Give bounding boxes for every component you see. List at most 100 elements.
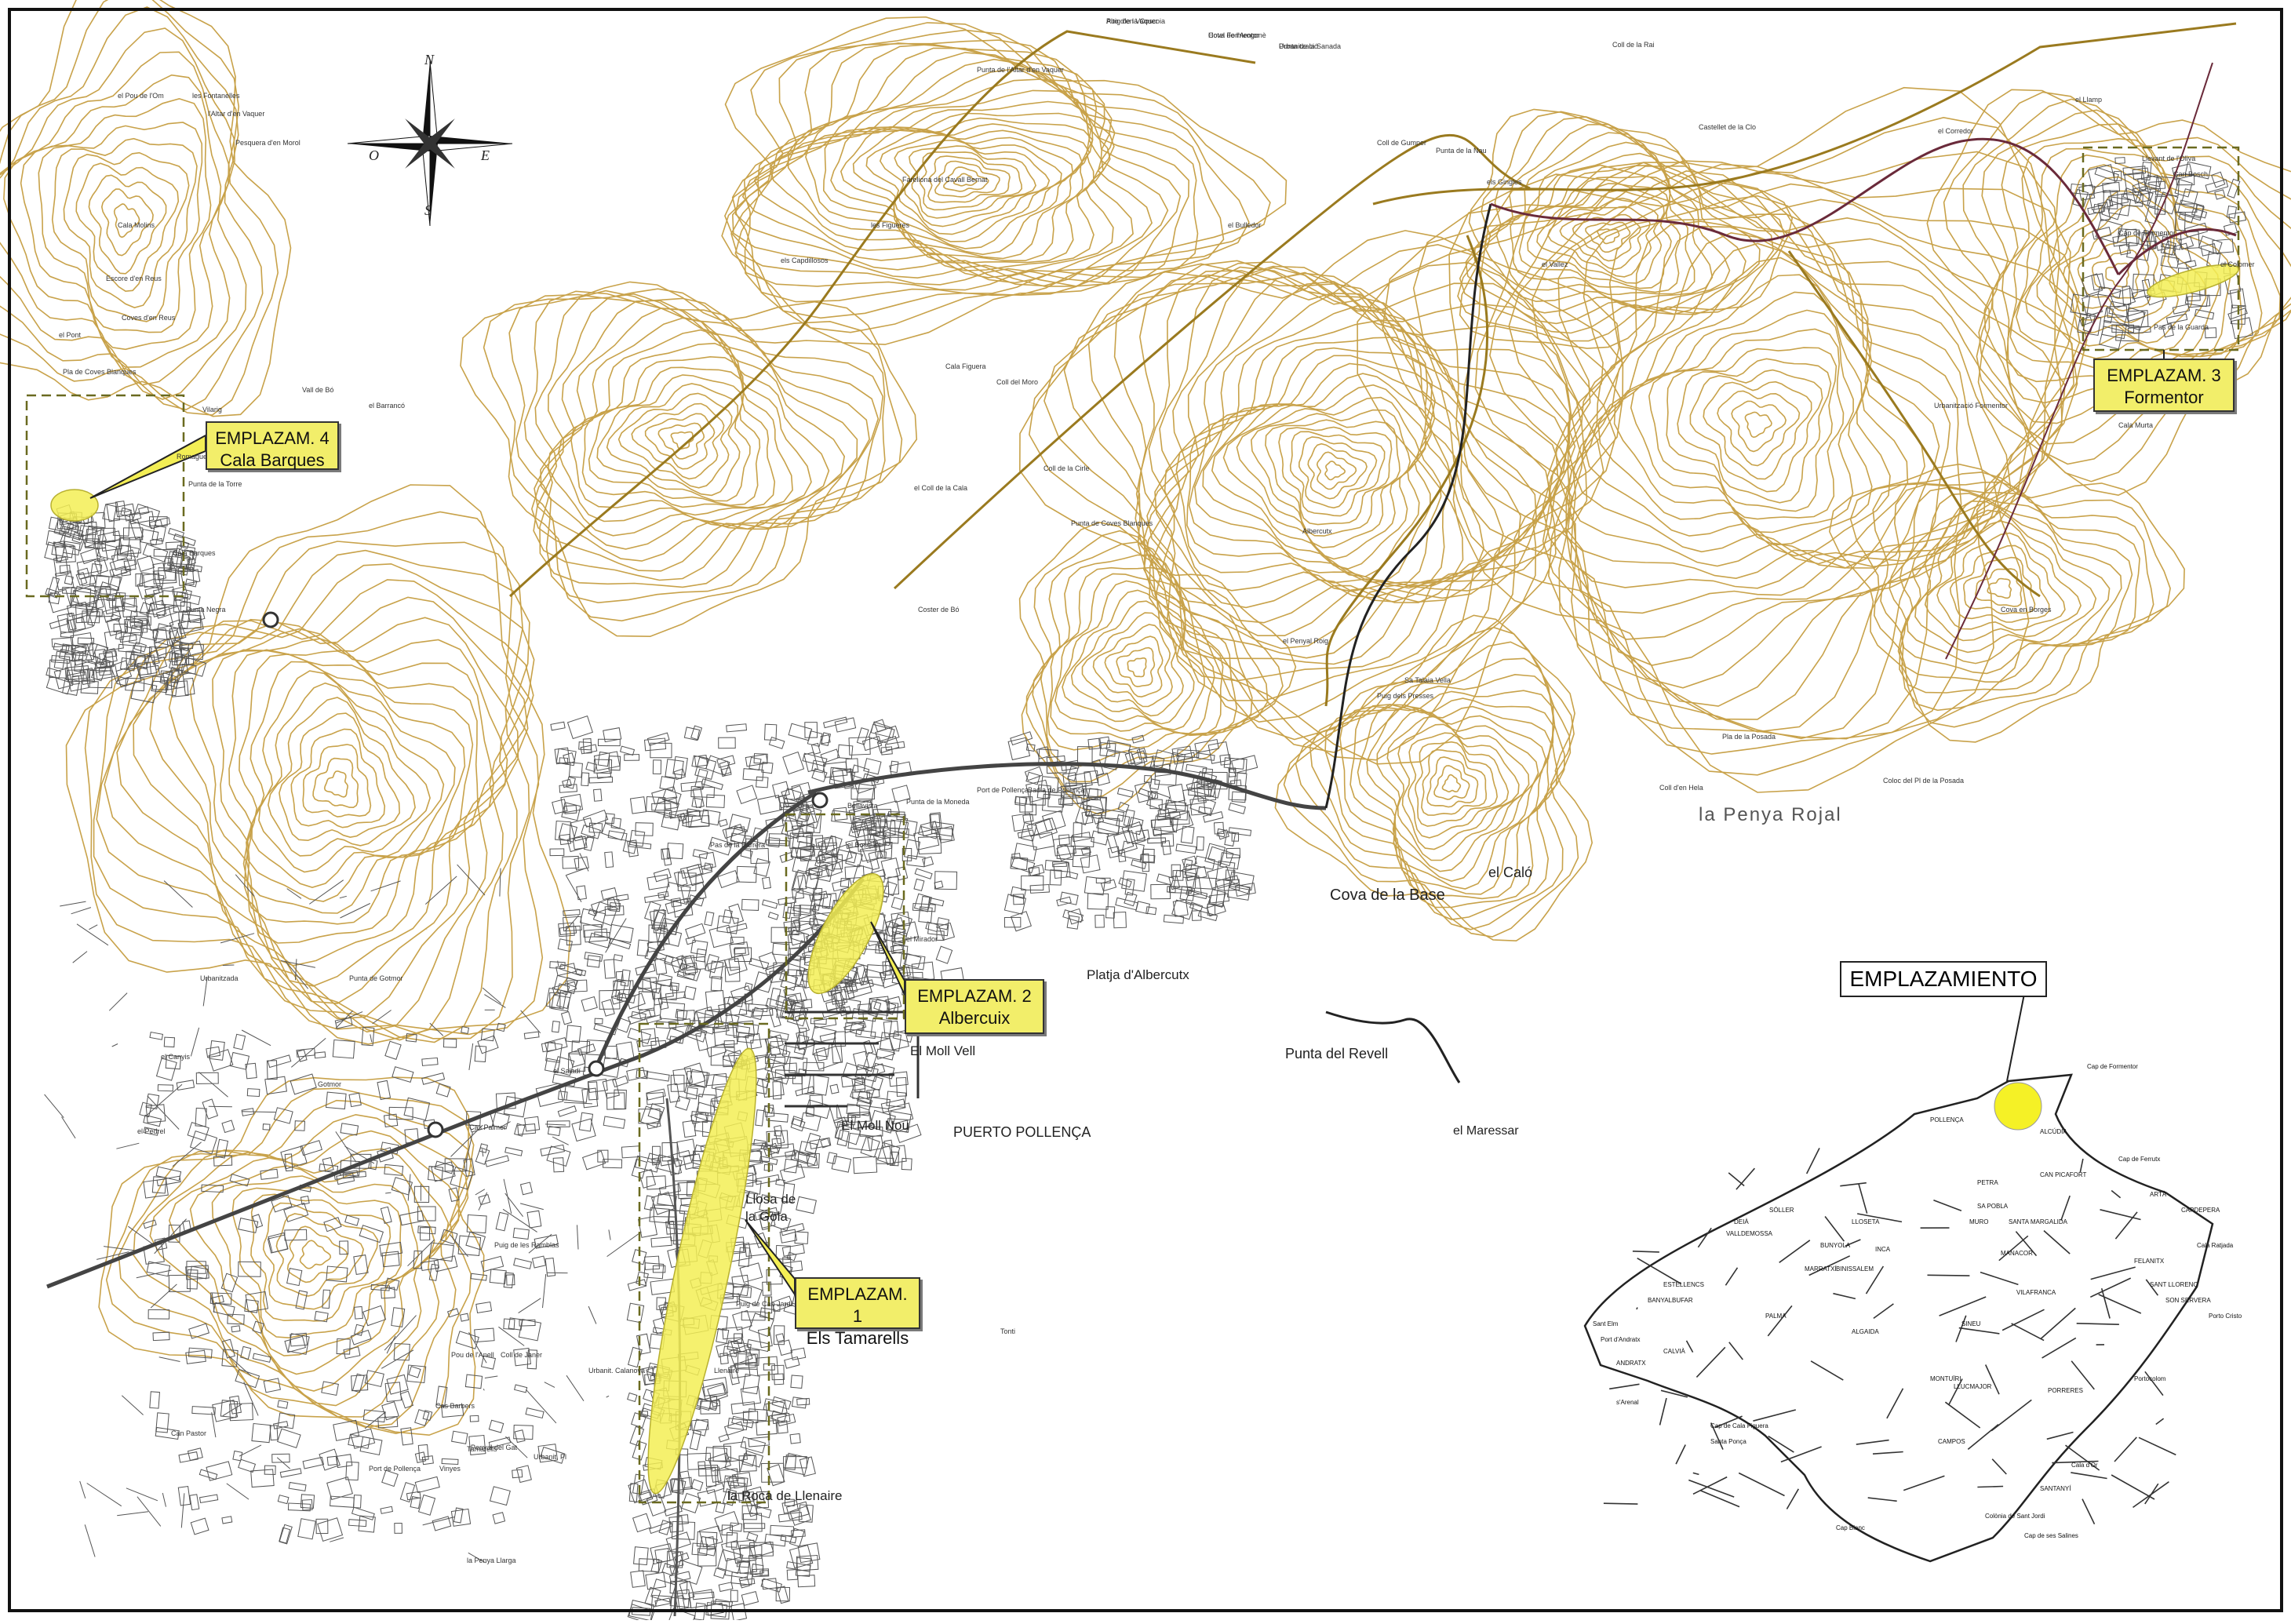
building-block — [741, 1592, 758, 1606]
contour-line — [1195, 355, 1441, 586]
building-block — [820, 1033, 836, 1042]
building-block — [827, 1152, 837, 1164]
zone-callout-2[interactable]: EMPLAZAM. 2 Albercuix — [905, 979, 1044, 1034]
building-block — [234, 1034, 246, 1050]
place-label: Coves d'en Reus — [122, 314, 176, 322]
building-block — [327, 1477, 353, 1500]
building-block — [617, 894, 628, 901]
building-block — [678, 1515, 689, 1524]
roundabout — [589, 1061, 603, 1076]
building-block — [876, 1049, 894, 1060]
building-block — [891, 761, 898, 772]
parcel-line — [606, 919, 627, 953]
place-label: Urbanització — [1279, 42, 1318, 50]
contour-line — [1308, 444, 1367, 499]
place-label: el Canyis — [161, 1053, 191, 1061]
building-block — [915, 868, 932, 879]
building-block — [177, 1080, 194, 1091]
building-block — [723, 1327, 743, 1339]
building-block — [650, 743, 672, 757]
compass-east-label: E — [481, 147, 490, 164]
building-block — [581, 997, 597, 1011]
building-block — [363, 1410, 385, 1422]
place-label: Escore d'en Reus — [106, 275, 162, 282]
building-block — [582, 1088, 598, 1108]
building-block — [586, 763, 596, 772]
parcel-line — [577, 1225, 579, 1249]
building-block — [380, 1242, 402, 1256]
parcel-line — [162, 1493, 166, 1507]
building-block — [683, 1154, 701, 1170]
building-block — [1150, 799, 1162, 809]
contour-line — [548, 318, 829, 535]
inset-road — [1693, 1473, 1699, 1474]
place-label: Vinyes — [439, 1465, 461, 1473]
parcel-line — [588, 1306, 596, 1324]
inset-road — [1736, 1168, 1755, 1189]
place-label: Cova en Borges — [2001, 606, 2052, 614]
building-block — [625, 755, 639, 761]
contour-line — [1901, 493, 2122, 674]
building-block — [2127, 311, 2145, 321]
building-block — [701, 810, 720, 825]
inset-label: SANT LLORENÇ — [2150, 1281, 2198, 1288]
building-block — [2212, 172, 2225, 188]
building-block — [729, 959, 740, 970]
building-block — [696, 949, 706, 962]
building-block — [144, 1115, 162, 1126]
contour-line — [191, 639, 494, 966]
building-block — [1176, 844, 1196, 854]
building-block — [759, 1328, 773, 1347]
building-block — [1181, 826, 1194, 843]
zone-3-title: EMPLAZAM. 3 — [2103, 365, 2225, 387]
building-block — [1156, 874, 1173, 885]
label-maressar: el Maressar — [1453, 1124, 1519, 1138]
place-label: Can Bosch — [2173, 170, 2208, 178]
label-cova-base: Cova de la Base — [1330, 887, 1445, 905]
building-block — [780, 1229, 796, 1243]
building-block — [715, 1512, 739, 1531]
place-label: Tonti — [1000, 1327, 1015, 1335]
zone-callout-1[interactable]: EMPLAZAM. 1 Els Tamarells — [795, 1277, 920, 1329]
building-block — [209, 1041, 224, 1061]
building-block — [400, 1211, 424, 1225]
building-block — [381, 1207, 392, 1223]
place-label: Pesquera d'en Morol — [235, 139, 300, 147]
place-label: Punta de Gotmor — [349, 974, 403, 982]
place-label: el Barrancó — [369, 402, 405, 410]
inset-location-marker — [1994, 1083, 2042, 1130]
parcel-line — [521, 1010, 541, 1033]
building-block — [1012, 814, 1033, 832]
parcel-line — [85, 1524, 95, 1557]
inset-label: SANTA MARGALIDA — [2009, 1218, 2068, 1225]
zone-callout-4[interactable]: EMPLAZAM. 4 Cala Barques — [206, 421, 339, 470]
place-label: Port de Pollença — [977, 786, 1029, 794]
building-block — [1029, 865, 1044, 876]
roundabout — [264, 613, 278, 627]
building-block — [1022, 876, 1044, 890]
building-block — [641, 1029, 656, 1047]
contour-line — [232, 1188, 401, 1338]
place-label: Coll de la Cirle — [1044, 464, 1090, 472]
building-block — [795, 1232, 808, 1243]
parcel-line — [60, 901, 86, 906]
zone-callout-3[interactable]: EMPLAZAM. 3 Formentor — [2093, 359, 2235, 412]
building-block — [621, 1146, 639, 1158]
building-block — [382, 1470, 399, 1486]
contour-line — [1460, 109, 1793, 348]
inset-label: Port d'Andratx — [1601, 1336, 1640, 1343]
parcel-line — [159, 1357, 180, 1362]
place-label: Puig de les Ramblas — [494, 1241, 559, 1249]
place-label: el Pont — [59, 331, 82, 339]
contour-line — [1279, 428, 1392, 525]
inset-label: SA POBLA — [1977, 1203, 2009, 1210]
place-label: el Mirador — [906, 935, 938, 943]
building-block — [749, 757, 761, 770]
building-block — [663, 789, 682, 804]
building-block — [797, 1398, 810, 1405]
inset-leader — [2007, 994, 2024, 1081]
building-block — [686, 923, 705, 938]
building-block — [743, 1374, 760, 1393]
